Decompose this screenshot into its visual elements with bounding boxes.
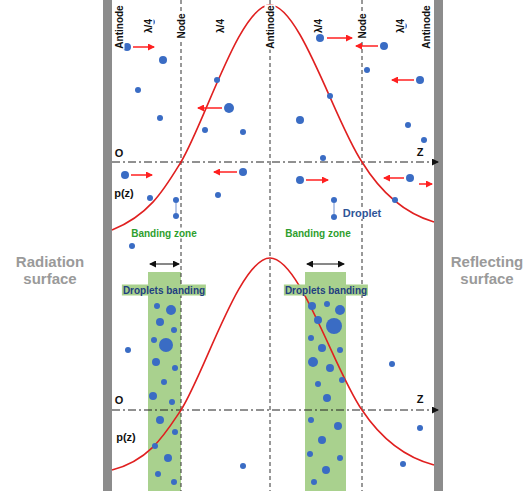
pressure-label: p(z) <box>113 187 135 199</box>
position-label: Node <box>176 13 187 40</box>
motion-arrow <box>131 38 432 184</box>
banding-zone <box>305 272 346 491</box>
pressure-label: p(z) <box>115 431 137 443</box>
position-label: Antinode <box>265 4 276 49</box>
node-lines <box>181 0 362 491</box>
zone-label: Banding zone <box>130 228 198 239</box>
position-label: Antinode <box>114 4 125 49</box>
axis-label: Z <box>416 393 425 405</box>
surface-label: Radiation surface <box>10 254 90 287</box>
origin-label: O <box>114 147 125 159</box>
zone-label: Banding zone <box>284 228 352 239</box>
droplets <box>121 19 427 485</box>
surface-label: Reflecting surface <box>447 254 527 287</box>
spacing-label: λ/4 <box>143 18 154 34</box>
radiation-wall <box>103 0 112 491</box>
origin-label: O <box>114 394 125 406</box>
spacing-label: λ/4 <box>313 18 324 34</box>
fall-line <box>176 203 334 214</box>
pressure-curve <box>112 5 434 470</box>
position-label: Node <box>357 13 368 40</box>
spacing-label: λ/4 <box>395 18 406 34</box>
z-axis <box>112 162 438 410</box>
axis-label: Z <box>416 146 425 158</box>
spacing-label: λ/4 <box>215 18 226 34</box>
band-bracket <box>150 264 344 265</box>
position-label: Antinode <box>421 4 432 49</box>
banding-zone <box>148 272 181 491</box>
band-label: Droplets banding <box>122 285 206 296</box>
reflecting-wall <box>434 0 443 491</box>
band-label: Droplets banding <box>284 285 368 296</box>
droplet-label: Droplet <box>342 207 383 219</box>
